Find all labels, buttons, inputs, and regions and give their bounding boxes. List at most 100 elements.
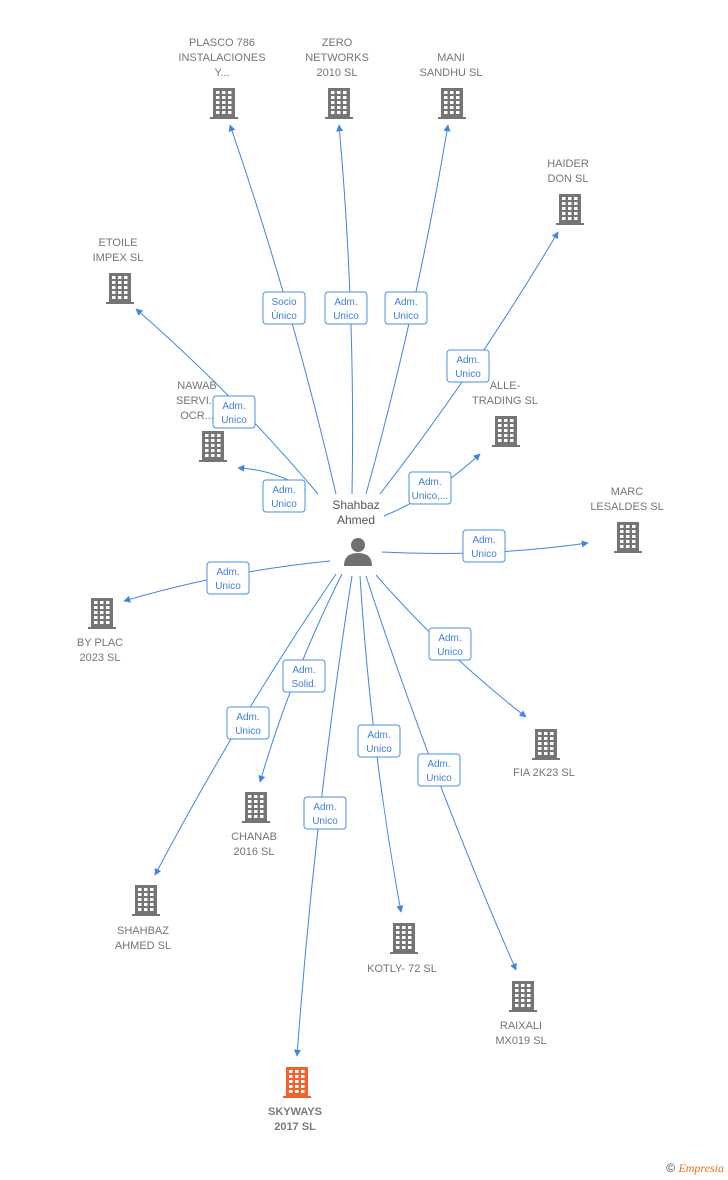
relation-text-line: Unico: [393, 311, 419, 322]
relation-badge-fia[interactable]: Adm.Unico: [428, 627, 472, 661]
relation-badge-etoile[interactable]: Adm. Unico: [212, 395, 256, 429]
building-icon: [325, 88, 353, 119]
building-icon: [492, 416, 520, 447]
relation-badge-nawab[interactable]: Adm. Unico: [262, 479, 306, 513]
relation-text-line: Unico: [271, 499, 297, 510]
relation-badge-skyways[interactable]: Adm. Unico: [303, 796, 347, 830]
company-label-line: MANI: [437, 52, 465, 64]
relation-badge-box: [262, 479, 306, 513]
company-node-raixali[interactable]: RAIXALI MX019 SL: [495, 981, 547, 1047]
relation-text-line: Unico: [471, 549, 497, 560]
edges-layer: [123, 124, 589, 1057]
company-node-etoile[interactable]: ETOILE IMPEX SL: [93, 237, 144, 304]
building-icon: [106, 273, 134, 304]
building-icon: [509, 981, 537, 1012]
company-label-line: BY PLAC: [77, 637, 123, 649]
relation-text-line: Unico,...: [412, 491, 449, 502]
company-label-line: PLASCO 786: [189, 37, 255, 49]
company-node-alle[interactable]: ALLE-TRADING SL: [472, 380, 538, 447]
company-label-line: ZERO: [322, 37, 353, 49]
company-label-line: IMPEX SL: [93, 252, 144, 264]
relation-text-line: Unico: [455, 369, 481, 380]
relation-badge-box: [282, 659, 326, 693]
relation-badge-box: [357, 724, 401, 758]
relation-text-line: Unico: [366, 744, 392, 755]
relation-badge-box: [212, 395, 256, 429]
center-name-line2: Ahmed: [337, 513, 375, 527]
center-name-line1: Shahbaz: [332, 498, 379, 512]
building-icon: [132, 885, 160, 916]
relation-badge-chanab[interactable]: Adm.Solid.: [282, 659, 326, 693]
building-icon: [556, 194, 584, 225]
company-label-line: RAIXALI: [500, 1020, 542, 1032]
center-person[interactable]: Shahbaz Ahmed: [332, 498, 380, 566]
company-node-shahbaz[interactable]: SHAHBAZ AHMED SL: [115, 885, 171, 952]
relation-badge-byplac[interactable]: Adm. Unico: [206, 561, 250, 595]
company-node-mani[interactable]: MANI SANDHU SL: [420, 52, 483, 119]
company-label-line: LESALDES SL: [590, 501, 663, 513]
relation-badge-alle[interactable]: Adm. Unico,...: [408, 471, 452, 505]
relation-text-line: Unico: [312, 816, 338, 827]
company-node-chanab[interactable]: CHANAB 2016 SL: [231, 792, 277, 858]
relation-text-line: Adm.: [367, 730, 390, 741]
company-label-line: MARC: [611, 486, 643, 498]
relation-badge-box: [408, 471, 452, 505]
company-label-line: OCR...: [180, 410, 214, 422]
company-label-line: MX019 SL: [495, 1035, 546, 1047]
relation-text-line: Único: [271, 309, 297, 322]
company-label-line: SKYWAYS: [268, 1106, 322, 1118]
company-label-line: 2023 SL: [80, 652, 121, 664]
relation-badge-haider[interactable]: Adm. Unico: [446, 349, 490, 383]
company-node-nawab[interactable]: NAWAB SERVI... OCR...: [176, 380, 227, 462]
relation-text-line: Solid.: [291, 679, 316, 690]
relation-badge-marc[interactable]: Adm. Unico: [462, 529, 506, 563]
company-label-line: 2016 SL: [234, 846, 275, 858]
relation-badge-mani[interactable]: Adm.Unico: [384, 291, 428, 325]
company-label-line: ETOILE: [99, 237, 138, 249]
company-label-line: ALLE-: [490, 380, 521, 392]
company-node-marc[interactable]: MARC LESALDES SL: [590, 486, 664, 553]
relation-text-line: Unico: [437, 647, 463, 658]
relation-text-line: Unico: [333, 311, 359, 322]
relation-badge-raixali[interactable]: Adm.Unico: [417, 753, 461, 787]
relation-badge-kotly[interactable]: Adm. Unico: [357, 724, 401, 758]
company-label-line: CHANAB: [231, 831, 277, 843]
company-label-line: NETWORKS: [305, 52, 369, 64]
relation-text-line: Adm.: [472, 535, 495, 546]
company-label-line: NAWAB: [177, 380, 217, 392]
company-node-plasco[interactable]: PLASCO 786INSTALACIONESY...: [178, 37, 266, 119]
company-node-byplac[interactable]: BY PLAC 2023 SL: [77, 598, 123, 664]
company-label-line: SERVI...: [176, 395, 218, 407]
company-label-line: HAIDER: [547, 158, 589, 170]
relation-badge-box: [303, 796, 347, 830]
brand-logo[interactable]: Empresia: [678, 1161, 724, 1175]
company-node-fia[interactable]: FIA 2K23 SL: [513, 729, 575, 779]
relation-text-line: Unico: [221, 415, 247, 426]
relation-text-line: Adm.: [456, 355, 479, 366]
company-label-line: SHAHBAZ: [117, 925, 169, 937]
relation-badge-box: [206, 561, 250, 595]
company-node-kotly[interactable]: KOTLY- 72 SL: [367, 923, 437, 975]
building-icon: [532, 729, 560, 760]
relation-text-line: Adm.: [313, 802, 336, 813]
building-icon: [199, 431, 227, 462]
relation-text-line: Adm.: [222, 401, 245, 412]
building-icon: [438, 88, 466, 119]
relation-text-line: Unico: [215, 581, 241, 592]
relation-text-line: Adm.: [272, 485, 295, 496]
relation-badge-zero[interactable]: Adm.Unico: [324, 291, 368, 325]
relation-text-line: Adm.: [418, 477, 441, 488]
footer-credit: © Empresia: [666, 1161, 724, 1176]
relation-badge-shahbaz[interactable]: Adm.Unico: [226, 706, 270, 740]
company-label-line: AHMED SL: [115, 940, 171, 952]
company-label-line: SANDHU SL: [420, 67, 483, 79]
building-icon: [283, 1067, 311, 1098]
relation-badge-box: [324, 291, 368, 325]
relation-text-line: Adm.: [216, 567, 239, 578]
